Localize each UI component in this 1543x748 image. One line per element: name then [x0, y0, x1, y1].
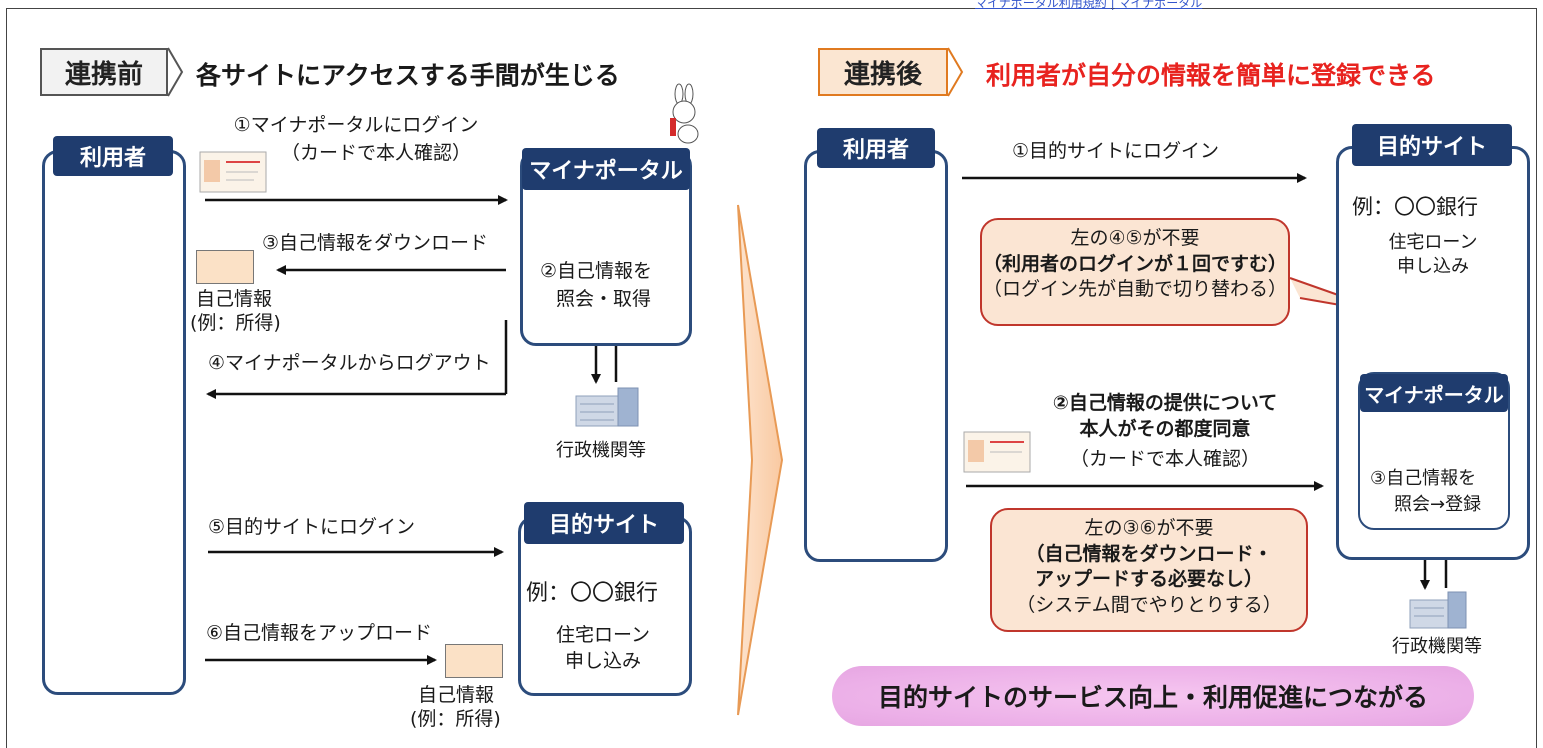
before-heading: 各サイトにアクセスする手間が生じる: [196, 61, 620, 90]
before-doc1-line2: (例：所得): [190, 312, 281, 334]
transition-arrow: [737, 204, 784, 716]
id-card-icon-right: [963, 431, 1031, 473]
after-callout-1: 左の④⑤が不要 （利用者のログインが１回ですむ） （ログイン先が自動で切り替わる…: [980, 218, 1290, 326]
after-callout2-line2: （自己情報をダウンロード・: [1025, 542, 1273, 565]
after-callout1-line1: 左の④⑤が不要: [1070, 227, 1200, 249]
before-step3: ③自己情報をダウンロード: [262, 232, 489, 254]
after-heading: 利用者が自分の情報を簡単に登録できる: [986, 61, 1436, 90]
figure-frame: [6, 8, 1537, 748]
before-step4: ④マイナポータルからログアウト: [208, 352, 491, 374]
after-site-service-line1: 住宅ローン: [1388, 232, 1478, 253]
after-user-label: 利用者: [817, 128, 935, 168]
after-callout-2: 左の③⑥が不要 （自己情報をダウンロード・ アップードする必要なし） （システム…: [990, 508, 1308, 632]
before-site-service-line2: 申し込み: [564, 650, 641, 672]
after-portal-step3-line2: 照会→登録: [1394, 494, 1482, 515]
after-portal-label: マイナポータル: [1360, 374, 1508, 412]
before-portal-label: マイナポータル: [522, 148, 690, 190]
after-site-label: 目的サイト: [1352, 124, 1512, 166]
before-step5: ⑤目的サイトにログイン: [208, 516, 416, 538]
after-site-example: 例：〇〇銀行: [1352, 195, 1478, 219]
after-callout1-line3: （ログイン先が自動で切り替わる）: [982, 278, 1287, 301]
document-icon-2: [445, 644, 503, 678]
before-site-example: 例：〇〇銀行: [526, 581, 659, 606]
after-callout2-line4: （システム間でやりとりする）: [1016, 593, 1282, 616]
mascot-icon-left: [670, 83, 699, 144]
before-doc2-line1: 自己情報: [418, 684, 495, 706]
before-site-label: 目的サイト: [524, 502, 684, 544]
after-callout2-line1: 左の③⑥が不要: [1084, 517, 1214, 539]
before-step1-line2: （カードで本人確認）: [280, 142, 471, 164]
after-step2-line1: ②自己情報の提供について: [1052, 392, 1278, 414]
after-tag: 連携後: [818, 48, 948, 96]
document-icon-1: [196, 250, 254, 284]
gov-building-icon-left: [575, 387, 639, 427]
after-user-box: [804, 150, 948, 562]
after-step2-line2: 本人がその都度同意: [1079, 418, 1251, 440]
before-portal-step2-line2: 照会・取得: [556, 288, 652, 310]
before-portal-step2-line1: ②自己情報を: [540, 260, 653, 282]
before-tag: 連携前: [40, 48, 168, 96]
after-step2-line3: （カードで本人確認）: [1069, 448, 1260, 470]
after-portal-step3-line1: ③自己情報を: [1370, 468, 1477, 489]
after-callout2-line3: アップードする必要なし）: [1034, 568, 1263, 591]
after-site-service-line2: 申し込み: [1397, 256, 1469, 277]
summary-banner: 目的サイトのサービス向上・利用促進につながる: [832, 666, 1474, 726]
before-user-label: 利用者: [53, 136, 173, 176]
before-gov-label: 行政機関等: [556, 440, 646, 461]
before-user-box: [42, 150, 186, 695]
before-step1-line1: ①マイナポータルにログイン: [233, 114, 479, 136]
top-link[interactable]: マイナポータル利用規約 | マイナポータル: [975, 0, 1203, 10]
before-site-box: [518, 516, 692, 696]
id-card-icon-left: [199, 151, 267, 193]
before-step6: ⑥自己情報をアップロード: [206, 622, 433, 644]
before-doc2-line2: (例：所得): [410, 708, 501, 730]
before-site-service-line1: 住宅ローン: [555, 624, 651, 646]
after-step1: ①目的サイトにログイン: [1012, 140, 1220, 162]
before-doc1-line1: 自己情報: [196, 288, 273, 310]
before-tag-chevron: [167, 47, 184, 97]
after-callout1-line2: （利用者のログインが１回ですむ）: [982, 252, 1287, 275]
after-tag-chevron: [947, 47, 964, 97]
gov-building-icon-right: [1409, 591, 1467, 629]
after-gov-label: 行政機関等: [1392, 636, 1482, 657]
